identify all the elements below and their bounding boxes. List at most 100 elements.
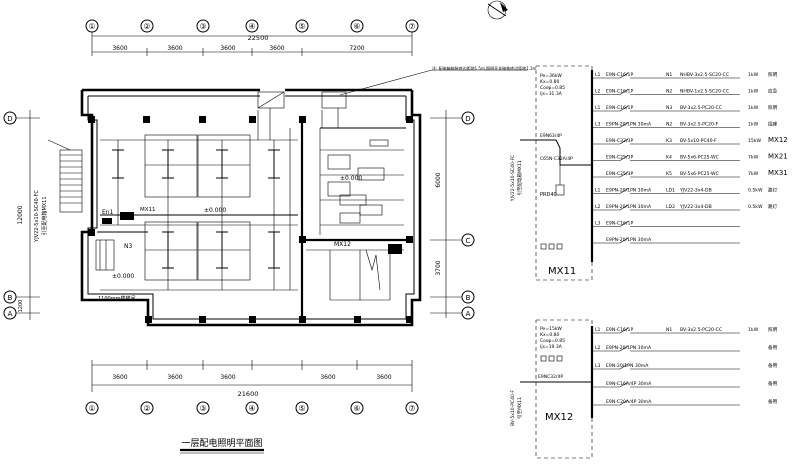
mx11-circuit-breaker: E9N-C25/3P: [606, 155, 633, 161]
equipment: [327, 139, 402, 254]
door-note: 1100mm楼梯间: [98, 295, 135, 302]
cable-label: YJV22-5x10-SC40-FC: [34, 190, 40, 243]
mx12-param-4: Ijs=19.3A: [540, 344, 563, 350]
mx11-circuit-desc: 路灯: [768, 203, 778, 210]
left-axis-labels: D B A 12000 1200: [3, 110, 40, 320]
mx11-circuit-desc: MX31: [768, 169, 788, 177]
top-entrances: [257, 91, 347, 109]
mx11-circuit-cable: BV-5x6-PC25-WC: [680, 171, 719, 177]
mx12-circuit-code: L3: [595, 363, 601, 369]
mx11-circuit-desc: 插座: [768, 121, 778, 128]
mx11-circuit-code: L2: [595, 89, 601, 95]
mx11-circuit-breaker: E9N-C16/1P: [606, 89, 633, 95]
mx11-circuit-cable: YJV22-3x4-DB: [679, 188, 712, 194]
mx11-circuit-cable: BV-5x10-PC40-F: [680, 138, 717, 144]
mx12-param-3: Cosφ=0.85: [540, 338, 565, 344]
panel-mx11-label: MX11: [140, 207, 156, 213]
axis-row-a: A: [8, 310, 13, 318]
mx11-param-1: Pe=36kW: [540, 73, 562, 79]
mx11-incoming-2: C65N-C32A/4P: [540, 156, 573, 162]
mx11-circuit-number: K4: [666, 155, 672, 161]
right-dim-2: 3700: [435, 260, 442, 275]
mx11-circuit-code: L1: [595, 188, 601, 194]
mx11-circuit-breaker: E9N-C32/3P: [606, 138, 633, 144]
mx12-circuit-desc: 备用: [768, 380, 778, 387]
left-dim-a: 1200: [18, 300, 24, 313]
mx12-name: MX12: [545, 412, 573, 423]
right-dim-1: 6000: [435, 172, 442, 187]
axis-row-c-right: C: [466, 237, 471, 245]
axis-col-1: ①: [88, 22, 95, 31]
mx11-circuit-cable: YJV22-3x4-DB: [679, 204, 712, 210]
mx12-circuit-desc: 备用: [768, 398, 778, 405]
floor-plan: ① ② ③ ④ ⑤ ⑥ ⑦ 22500 3600 3600 3600 3600 …: [3, 0, 537, 454]
mx11-circuit-breaker: E9N-C16/1P: [606, 221, 633, 227]
axis-col-4-bottom: ④: [248, 404, 255, 413]
mx12-circuit-breaker: E9N-20/1PN 30mA: [606, 363, 649, 369]
n3-label: N3: [124, 243, 132, 250]
cable-sub-label: 引至配电箱MX11: [41, 196, 48, 235]
mx11-circuit-code: L1: [595, 105, 601, 111]
mx12-circuit-desc: 照明: [768, 327, 778, 333]
north-arrow: [487, 0, 508, 20]
elevation-3: ±0.000: [112, 273, 134, 280]
axis-row-b: B: [8, 294, 13, 302]
mx12-circuit-desc: 备用: [768, 362, 778, 369]
axis-col-7: ⑦: [408, 22, 415, 31]
axis-col-1-bottom: ①: [88, 404, 95, 413]
mx12-feeder-cable: BV-5x10-PC40-F: [510, 390, 516, 426]
mx11-circuit-number: N2: [666, 89, 672, 95]
mx12-circuit-row: E9N-C20A/4P 30mA 备用: [592, 398, 778, 406]
mx11-circuit-breaker: E9N-C16/1P: [606, 105, 633, 111]
mx12-circuit-code: L2: [595, 345, 601, 351]
mx11-circuit-number: N3: [666, 105, 672, 111]
mx12-circuit-number: N1: [666, 327, 672, 333]
axis-col-5: ⑤: [298, 22, 305, 31]
top-dim-total: 22500: [248, 34, 269, 42]
mx11-circuit-number: N1: [666, 72, 672, 78]
mx11-circuit-breaker: E9PN-20/1PN 30mA: [606, 122, 652, 128]
top-span-5: 7200: [349, 45, 364, 52]
mx11-circuit-number: LD2: [666, 204, 675, 210]
mx12-circuit-breaker: E9N-C16/1P: [606, 327, 633, 333]
mx11-circuit-breaker: E9PN-20/1PN 30mA: [606, 204, 652, 210]
mx12-circuit-row: L3 E9N-20/1PN 30mA 备用: [592, 362, 778, 370]
mx12-feeder-sub: 引至MX11: [516, 397, 523, 419]
mx12-circuit-breaker: E9N-C20A/4P 30mA: [606, 399, 652, 405]
mx11-circuit-cable: BV-3x2.5-PC20-F: [680, 122, 719, 128]
top-span-4: 3600: [269, 45, 284, 52]
mx11-circuit-cable: NHBV-1x2.5-SC20-CC: [680, 89, 729, 95]
mx11-circuit-number: LD1: [666, 188, 675, 194]
mx11-circuit-desc: 照明: [768, 72, 778, 78]
drawing-title: 一层配电照明平面图: [180, 437, 264, 454]
mx12-incoming: E9NC32/4P: [538, 374, 563, 380]
mx11-feeder-cable: YJV22-5x10-SC40-FC: [510, 155, 516, 202]
mx11-circuit-load: 1kW: [748, 72, 759, 78]
mx11-feeder-sub: 引至配电箱MX11: [516, 160, 523, 195]
mx11-circuit-code: L1: [595, 72, 601, 78]
plan-title: 一层配电照明平面图: [181, 437, 262, 449]
mx12-circuit-breaker: E9PN-20/1PN 30mA: [606, 345, 652, 351]
mx11-circuit-cable: NHBV-3x2.5-SC20-CC: [680, 72, 729, 78]
mx11-schematic: Pe=36kW Kx=0.80 Cosφ=0.85 Ijs=31.3A MX11…: [510, 65, 788, 281]
mx11-circuit-load: 1kW: [748, 89, 759, 95]
axis-col-7-bottom: ⑦: [408, 404, 415, 413]
panel-en1-label: En1: [102, 209, 114, 216]
bottom-axis-labels: ① ② ③ ④ ⑤ ⑥ ⑦: [85, 401, 419, 415]
elevation-1: ±0.000: [204, 207, 226, 214]
mx12-circuit-desc: 备用: [768, 344, 778, 351]
right-axis-labels: D C B A 6000 3700: [430, 110, 475, 320]
axis-col-4: ④: [248, 22, 255, 31]
